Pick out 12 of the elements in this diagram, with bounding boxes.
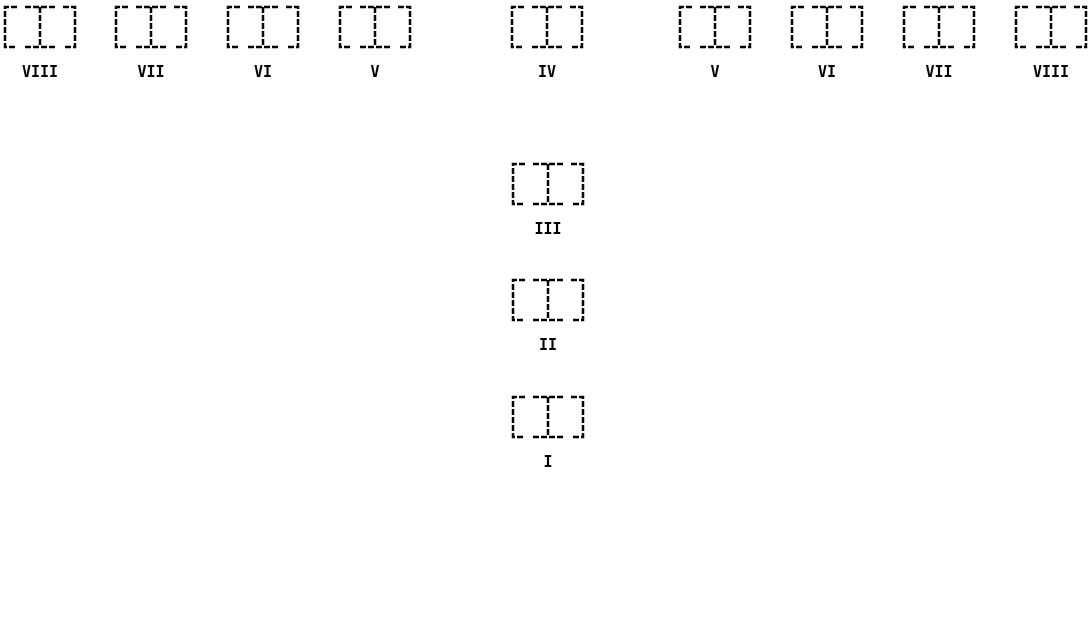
roman-numeral-label: I: [542, 453, 554, 471]
roman-numeral-label: V: [369, 63, 381, 81]
roman-numeral-label: VII: [924, 63, 954, 81]
roman-numeral-label: VIII: [20, 63, 60, 81]
roman-numeral-label: II: [537, 336, 559, 354]
roman-numeral-label: VI: [816, 63, 838, 81]
roman-numeral-label: VI: [252, 63, 274, 81]
roman-numeral-label: V: [709, 63, 721, 81]
roman-numeral-label: III: [533, 220, 563, 238]
roman-numeral-label: VII: [136, 63, 166, 81]
roman-numeral-label: IV: [536, 63, 558, 81]
roman-numeral-label: VIII: [1031, 63, 1071, 81]
